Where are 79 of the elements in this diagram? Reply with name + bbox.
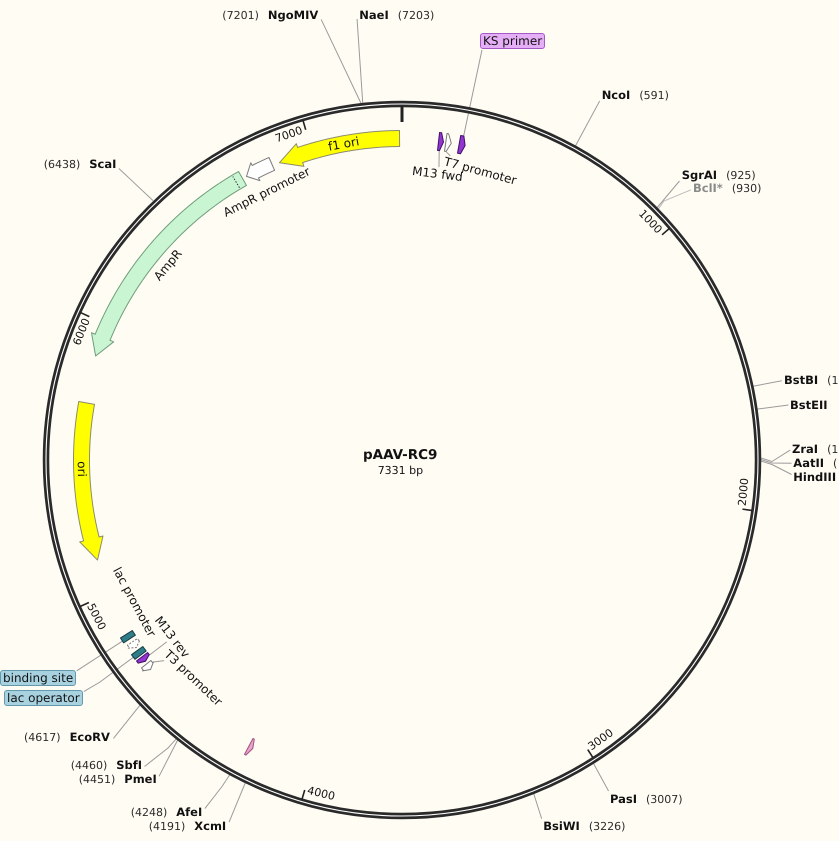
leader-line <box>356 18 364 104</box>
primer-feature <box>436 131 445 152</box>
feature-tag: binding site <box>0 670 76 686</box>
enzyme-name: XcmI <box>194 819 226 834</box>
promoter-feature <box>140 658 155 672</box>
promoter-feature <box>126 637 142 650</box>
enzyme-name: NaeI <box>359 8 389 22</box>
scale-label: 2000 <box>736 477 752 506</box>
cut-position: (930) <box>732 182 762 196</box>
leader-line <box>76 640 123 672</box>
leader-line <box>148 641 168 656</box>
feature-tag: lac operator <box>4 690 83 706</box>
leader-line <box>658 189 692 210</box>
leader-line <box>752 380 782 387</box>
cut-position: (4460) <box>70 758 108 772</box>
plasmid-name: pAAV-RC9 <box>363 448 438 464</box>
leader-line <box>760 450 791 462</box>
cut-position: (1 <box>827 374 838 388</box>
leader-line <box>320 18 362 104</box>
cut-position: (4451) <box>78 772 116 787</box>
enzyme-name: EcoRV <box>70 730 110 744</box>
feature-tag: KS primer <box>480 33 546 49</box>
leader-line <box>760 458 792 464</box>
cut-position: (4617) <box>24 731 61 746</box>
enzyme-name: SgrAI <box>682 168 718 182</box>
cut-position: (3226) <box>588 820 626 834</box>
leader-line <box>153 660 165 662</box>
leader-line <box>438 150 440 168</box>
leader-line <box>592 762 610 792</box>
cut-position: (7201) <box>222 9 259 24</box>
cut-position: (3007) <box>646 792 683 806</box>
leader-line <box>144 738 177 767</box>
cut-position: (7203) <box>398 9 434 24</box>
enzyme-name: HindIII <box>793 470 836 484</box>
enzyme-name: AfeI <box>176 804 202 819</box>
enzyme-name: BstEII <box>790 398 828 412</box>
leader-line <box>118 168 154 202</box>
scale-label: 4000 <box>306 784 336 804</box>
enzyme-name: ScaI <box>89 156 116 170</box>
enzyme-name: PasI <box>610 792 638 806</box>
scale-label: 5000 <box>84 602 108 633</box>
leader-line <box>656 180 680 208</box>
enzyme-name: NgoMIV <box>268 8 318 22</box>
scale-label: 6000 <box>71 316 93 348</box>
cut-position: (4248) <box>130 806 168 820</box>
feature-label: ori <box>75 460 88 477</box>
cut-position: (925) <box>726 168 756 182</box>
leader-line <box>533 793 542 820</box>
leader-line <box>204 774 230 810</box>
leader-line <box>158 740 178 777</box>
promoter-feature <box>443 132 454 154</box>
leader-line <box>463 49 482 138</box>
cut-position: (591) <box>639 89 669 104</box>
feature-label: f1 ori <box>326 135 360 153</box>
leader-line <box>112 704 140 739</box>
site-feature <box>242 736 256 757</box>
enzyme-name: PmeI <box>124 772 157 786</box>
cut-position: (4191) <box>148 820 186 834</box>
leader-line <box>446 151 451 156</box>
plasmid-size: 7331 bp <box>378 464 424 477</box>
enzyme-name: BclI* <box>693 180 723 195</box>
enzyme-name: BstBI <box>784 373 818 388</box>
enzyme-name: BsiWI <box>543 819 580 834</box>
cut-position: (1 <box>827 442 838 457</box>
enzyme-name: NcoI <box>602 88 630 102</box>
leader-line <box>756 404 789 410</box>
primer-feature <box>456 134 466 156</box>
scale-label: 7000 <box>274 124 304 145</box>
operator-feature <box>130 644 148 661</box>
primer-feature <box>135 651 151 666</box>
leader-line <box>228 782 246 823</box>
leader-line <box>83 656 134 692</box>
cut-position: ( <box>833 456 838 471</box>
enzyme-name: AatII <box>793 456 824 470</box>
leader-line <box>575 100 600 146</box>
enzyme-name: ZraI <box>792 442 818 456</box>
leader-line <box>760 460 792 475</box>
enzyme-name: SbfI <box>116 758 142 772</box>
cut-position: (6438) <box>44 158 80 172</box>
